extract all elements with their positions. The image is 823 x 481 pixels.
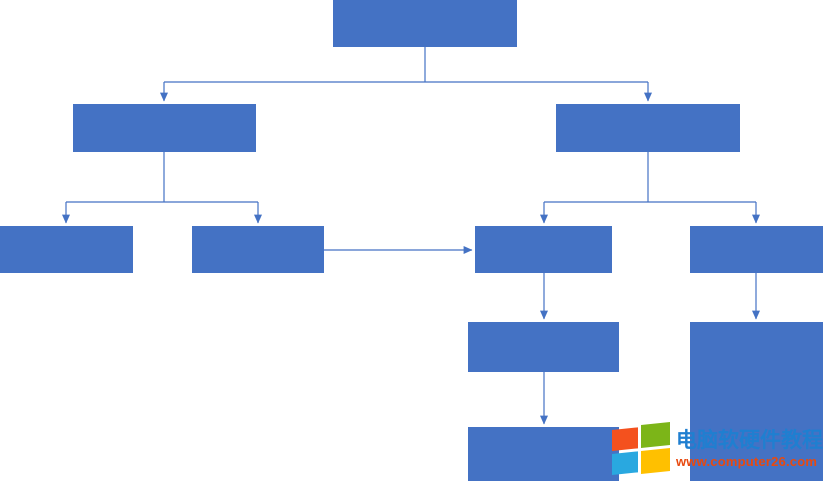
windows-logo-tile-bottom-right bbox=[641, 447, 670, 474]
flow-node-left-branch[interactable] bbox=[73, 104, 256, 152]
watermark: 电脑软硬件教程网 www.computer26.com bbox=[612, 421, 823, 476]
windows-logo-tile-top-left bbox=[612, 427, 638, 452]
flow-node-right-leaf-2[interactable] bbox=[690, 226, 823, 273]
watermark-text: 电脑软硬件教程网 www.computer26.com bbox=[676, 428, 823, 469]
connector-n1-to-children bbox=[160, 47, 652, 102]
flow-node-left-leaf-1[interactable] bbox=[0, 226, 133, 273]
flow-node-tall-right[interactable] bbox=[690, 322, 823, 481]
flow-node-root[interactable] bbox=[333, 0, 517, 47]
windows-logo-tile-bottom-left bbox=[612, 451, 638, 476]
connector-n3-to-children bbox=[540, 152, 760, 224]
flow-node-left-leaf-2[interactable] bbox=[192, 226, 324, 273]
flow-node-step-bottom[interactable] bbox=[468, 427, 619, 481]
windows-logo-icon bbox=[612, 421, 670, 476]
watermark-site-url: www.computer26.com bbox=[676, 453, 818, 469]
flow-node-right-branch[interactable] bbox=[556, 104, 740, 152]
windows-logo-tile-top-right bbox=[641, 421, 670, 448]
flow-node-step-mid[interactable] bbox=[468, 322, 619, 372]
connector-n2-to-children bbox=[62, 152, 262, 224]
flow-node-right-leaf-1[interactable] bbox=[475, 226, 612, 273]
watermark-site-name: 电脑软硬件教程网 bbox=[676, 428, 823, 452]
